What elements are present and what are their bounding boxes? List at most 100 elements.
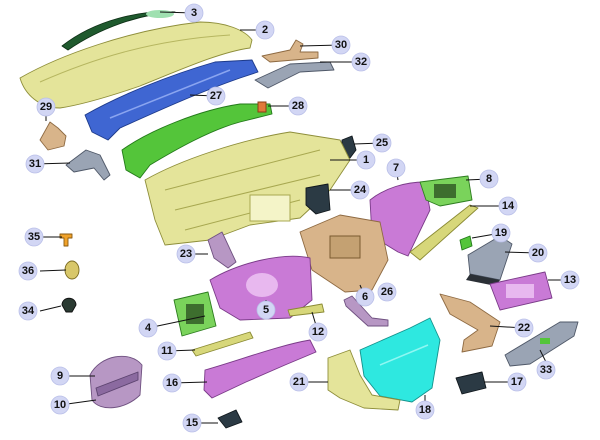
svg-text:32: 32 [355,56,367,68]
svg-text:34: 34 [22,305,35,317]
callout-34: 34 [18,301,38,321]
part-10-cluster-face [95,371,139,397]
callout-22: 22 [514,318,534,338]
svg-text:23: 23 [180,248,192,260]
svg-text:1: 1 [363,154,369,166]
svg-text:25: 25 [376,137,388,149]
svg-text:3: 3 [191,7,197,19]
svg-text:21: 21 [293,376,305,388]
callout-10: 10 [50,395,70,415]
part-6-display [329,235,361,259]
svg-text:11: 11 [161,345,173,357]
callout-31: 31 [25,154,45,174]
callout-18: 18 [415,400,435,420]
callout-7: 7 [386,158,406,178]
part-11-strip [191,331,254,357]
svg-text:33: 33 [540,364,552,376]
part-23-bracket [207,231,237,269]
callout-25: 25 [372,133,392,153]
part-16-lower-trim [203,339,317,399]
svg-text:5: 5 [263,304,269,316]
callout-14: 14 [498,196,518,216]
callout-23: 23 [176,244,196,264]
callout-33: 33 [536,360,556,380]
part-4-louvers [186,304,204,324]
svg-text:6: 6 [362,291,368,303]
part-29-bracket [39,121,67,151]
part-8-louvers [434,184,456,198]
part-28-clip [257,101,267,113]
callout-8: 8 [479,169,499,189]
svg-text:30: 30 [335,39,347,51]
part-20-bin [467,235,513,281]
callout-13: 13 [560,270,580,290]
callout-15: 15 [182,413,202,433]
svg-text:27: 27 [210,90,222,102]
callout-2: 2 [255,20,275,40]
callout-27: 27 [206,86,226,106]
callout-32: 32 [351,52,371,72]
svg-text:20: 20 [532,247,544,259]
callout-4: 4 [138,318,158,338]
svg-text:14: 14 [502,200,515,212]
part-15-module [217,409,243,429]
callout-12: 12 [308,322,328,342]
svg-text:4: 4 [145,322,152,334]
svg-text:18: 18 [419,404,431,416]
callout-5: 5 [256,300,276,320]
svg-text:35: 35 [28,231,40,243]
part-35-screw [59,233,73,247]
part-21-side-panel [327,349,401,411]
part-7-panel [369,181,431,257]
part-14-strip [409,204,479,261]
svg-text:16: 16 [166,377,178,389]
callout-1: 1 [356,150,376,170]
callout-17: 17 [507,372,527,392]
svg-text:31: 31 [29,158,41,170]
part-20-base [466,274,500,286]
callout-35: 35 [24,227,44,247]
part-27-duct [84,59,259,141]
svg-text:29: 29 [40,101,52,113]
svg-text:28: 28 [292,100,304,112]
svg-text:36: 36 [22,265,34,277]
svg-text:7: 7 [393,162,399,174]
callout-6: 6 [355,287,375,307]
part-1-frame [144,131,351,246]
callout-36: 36 [18,261,38,281]
part-17-module [455,371,487,395]
part-36-knob [64,260,80,280]
part-31-bracket [65,149,111,181]
callout-28: 28 [288,96,308,116]
part-26-trim [343,295,389,327]
svg-text:19: 19 [495,227,507,239]
part-2-ridge [39,34,231,83]
part-1-opening [249,194,291,222]
part-12-trim [287,303,325,317]
part-18-highlight [379,344,429,366]
part-5-opening [246,273,278,297]
part-30-bracket [261,39,319,63]
svg-text:15: 15 [186,417,198,429]
callout-19: 19 [491,223,511,243]
part-19-switch [459,235,473,251]
svg-text:24: 24 [354,184,367,196]
part-22-panel [439,293,501,353]
callout-29: 29 [36,97,56,117]
svg-text:9: 9 [57,370,63,382]
callout-9: 9 [50,366,70,386]
part-27-highlight [109,69,231,119]
svg-text:17: 17 [511,376,523,388]
part-32-bracket [254,61,335,89]
callout-20: 20 [528,243,548,263]
part-2-dash-pad [19,21,253,109]
part-34-clip [61,297,77,313]
callout-16: 16 [162,373,182,393]
svg-text:8: 8 [486,173,492,185]
svg-text:13: 13 [564,274,576,286]
svg-text:12: 12 [312,326,324,338]
part-24-bracket [305,183,331,215]
svg-text:10: 10 [54,399,66,411]
